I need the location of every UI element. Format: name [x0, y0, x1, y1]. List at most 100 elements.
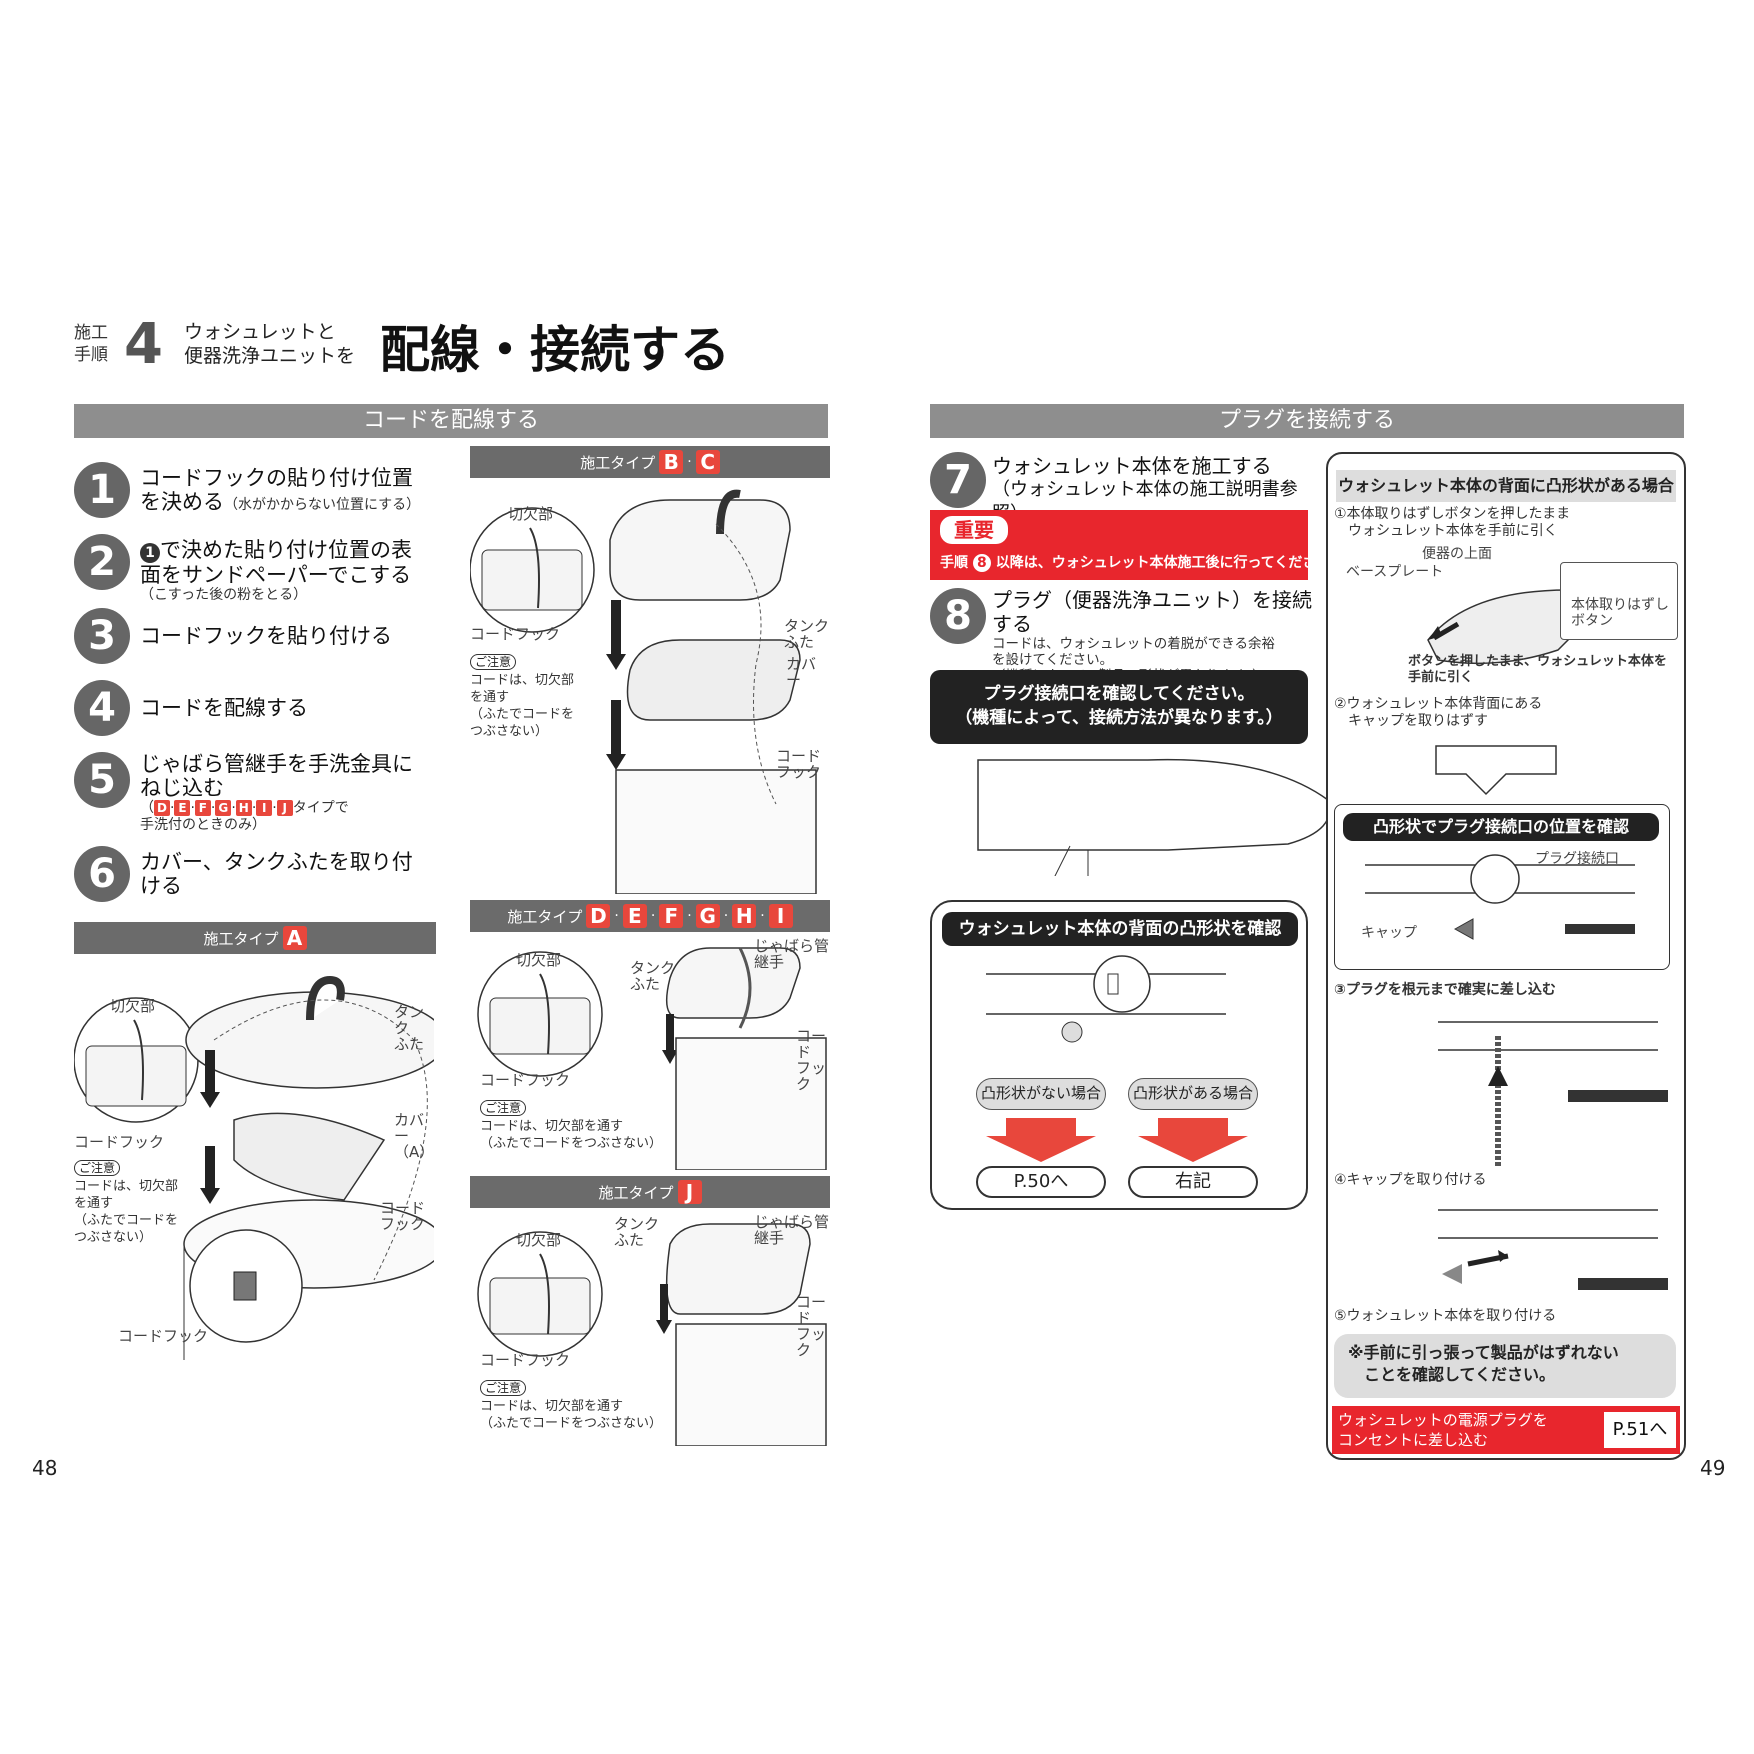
type-badge: G: [215, 800, 232, 816]
no-shape-label: 凸形状がない場合: [976, 1078, 1106, 1110]
plug-port-label: プラグ接続口: [1535, 851, 1619, 867]
plug-insert-illustration: [1438, 1021, 1668, 1166]
caution-tag: ご注意: [480, 1380, 527, 1396]
important-box: 重要 手順 8 以降は、ウォシュレット本体施工後に行ってください。: [930, 510, 1344, 580]
cord-hook-label: コード フック: [380, 1199, 426, 1233]
arrow-down-icon: [1138, 1118, 1248, 1162]
type-badge: I: [768, 904, 793, 928]
step-line-main: を決める: [140, 490, 224, 514]
step-number-badge: 3: [74, 608, 130, 664]
type-label: 施工タイプ: [580, 453, 656, 472]
go-p51-button[interactable]: P.51へ: [1604, 1412, 1676, 1448]
type-badge: C: [695, 450, 720, 474]
step-line: プラグ（便器洗浄ユニット）を接続する: [992, 588, 1312, 636]
tank-lid-label: タンク ふた: [784, 617, 830, 651]
release-button-label: 本体取りはずし ボタン: [1571, 597, 1669, 629]
cord-hook-label: コードフック: [74, 1133, 165, 1151]
type-di-figure: 切欠部 じゃばら管 継手 タンク ふた コードフック コード フック ご注意 コ…: [470, 938, 830, 1170]
type-j-figure: 切欠部 じゃばら管 継手 タンク ふた コードフック コード フック ご注意 コ…: [470, 1214, 830, 1446]
cap-label: キャップ: [1361, 925, 1417, 941]
check-panel: ウォシュレット本体の背面の凸形状を確認 凸形状がない場合 凸形状がある場合 P.…: [930, 900, 1308, 1210]
power-plug-text: ウォシュレットの電源プラグを コンセントに差し込む: [1338, 1411, 1548, 1449]
panel-title: ウォシュレット本体の背面に凸形状がある場合: [1336, 470, 1676, 502]
plug-port-subpanel: 凸形状でプラグ接続口の位置を確認 プラグ接続口 キャップ: [1334, 804, 1670, 970]
type-separator: ·: [650, 908, 656, 924]
step-number-badge: 1: [74, 462, 130, 518]
type-badge: G: [695, 904, 720, 928]
notch-label: 切欠部: [508, 505, 554, 523]
step-label-line2: 手順: [74, 345, 108, 365]
important-ref-badge: 8: [972, 554, 991, 572]
header: 施工 手順 4 ウォシュレットと 便器洗浄ユニットを 配線・接続する: [74, 312, 774, 379]
cap-attach-illustration: [1438, 1209, 1668, 1290]
type-bar-di: 施工タイプ D· E· F· G· H· I: [470, 900, 830, 932]
type-badge: H: [235, 800, 252, 816]
type-badge: A: [282, 926, 307, 950]
step-text: コードを配線する: [140, 696, 308, 720]
step-ref-badge: 1: [140, 543, 160, 563]
step-label-line1: 施工: [74, 323, 108, 343]
cover-label: カバー: [786, 655, 817, 689]
step-line: ねじ込む: [140, 776, 224, 800]
step-number-badge: 8: [930, 588, 986, 644]
type-badge: E: [174, 800, 191, 816]
cord-hook-label: コード フック: [776, 747, 822, 781]
type-separator: ·: [760, 908, 765, 924]
type-bar-bc: 施工タイプ B· C: [470, 446, 830, 478]
tank-illustration-bc: [470, 489, 817, 894]
panel-step-4: ④キャップを取り付ける: [1334, 1172, 1487, 1188]
type-badge: J: [677, 1180, 702, 1204]
step-number-badge: 2: [74, 534, 130, 590]
header-subtitle: ウォシュレットと 便器洗浄ユニットを: [184, 320, 355, 368]
page-number-right: 49: [1700, 1456, 1726, 1480]
panel-step-3: ③プラグを根元まで確実に差し込む: [1334, 982, 1556, 998]
step-line: カバー、タンクふたを取り付: [140, 850, 413, 874]
subtitle-line2: 便器洗浄ユニットを: [184, 345, 356, 367]
caution-text: コードは、切欠部を通す （ふたでコードをつぶさない）: [480, 1119, 663, 1151]
type-badge: F: [659, 904, 684, 928]
cord-hook-label: コードフック: [480, 1071, 571, 1089]
important-tag: 重要: [940, 516, 1008, 544]
step-text: カバー、タンクふたを取り付 ける: [140, 850, 460, 898]
tank-illustration-j: [477, 1223, 827, 1446]
step-line: を決める（水がかからない位置にする）: [140, 490, 460, 514]
cord-hook-label: コード フック: [796, 1027, 827, 1093]
tank-lid-label: タンク ふた: [394, 1003, 425, 1053]
type-badge: B: [659, 450, 684, 474]
step-line: ウォシュレット本体を施工する: [992, 454, 1272, 478]
step-number-badge: 7: [930, 452, 986, 508]
type-separator: ·: [687, 454, 692, 470]
page-title: 配線・接続する: [380, 321, 730, 379]
step-note: 手洗付のときのみ）: [140, 817, 266, 833]
step-number-badge: 5: [74, 752, 130, 808]
check-title: ウォシュレット本体の背面の凸形状を確認: [942, 912, 1298, 946]
caution-text: コードは、切欠部 を通す （ふたでコードを つぶさない）: [470, 673, 575, 739]
step-line-main: で決めた貼り付け位置の表: [160, 538, 412, 562]
go-p50-button[interactable]: P.50へ: [976, 1166, 1106, 1198]
plug-port-illustration: [1365, 854, 1635, 940]
go-right-button[interactable]: 右記: [1128, 1166, 1258, 1198]
convex-shape-panel: ウォシュレット本体の背面に凸形状がある場合 ①本体取りはずしボタンを押したまま …: [1326, 452, 1686, 1460]
arrow-down-icon: [986, 1118, 1096, 1162]
type-label: 施工タイプ: [507, 907, 583, 926]
cap-removal-illustration: [1435, 745, 1557, 796]
caution-text: コードは、切欠部を通す （ふたでコードをつぶさない）: [480, 1399, 663, 1431]
cord-hook-label: コード フック: [796, 1293, 827, 1359]
step-number-badge: 4: [74, 680, 130, 736]
important-prefix: 手順: [940, 555, 968, 571]
release-button-callout: 本体取りはずし ボタン: [1560, 562, 1678, 640]
base-plate-label: ベースプレート: [1346, 564, 1444, 580]
cord-hook-label: コードフック: [470, 625, 561, 643]
notch-label: 切欠部: [516, 1231, 562, 1249]
washlet-illustration: [977, 758, 1331, 876]
panel-step-1-caption: ボタンを押したまま、ウォシュレット本体を 手前に引く: [1408, 654, 1667, 685]
panel-note: ※手前に引っ張って製品がはずれない ことを確認してください。: [1334, 1334, 1676, 1398]
step-text: コードフックを貼り付ける: [140, 624, 392, 648]
page-number-left: 48: [32, 1456, 58, 1480]
caution-tag: ご注意: [480, 1100, 527, 1116]
step-number-badge: 6: [74, 846, 130, 902]
power-plug-banner: ウォシュレットの電源プラグを コンセントに差し込む P.51へ: [1332, 1406, 1680, 1454]
